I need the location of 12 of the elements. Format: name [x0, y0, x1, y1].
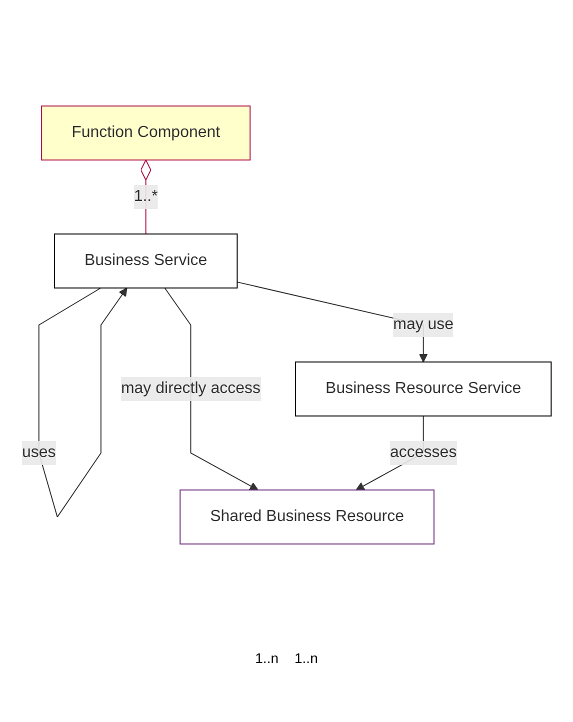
edge-label: may directly access [120, 380, 260, 397]
multiplicity-label: 1..n [294, 650, 318, 666]
edge-label: accesses [390, 444, 457, 461]
node-box: Business Service [54, 234, 238, 288]
edge-label: uses [22, 444, 56, 461]
node-box: Business Resource Service [294, 362, 552, 416]
node-box: Shared Business Resource [180, 489, 434, 544]
node-box: Function Component [41, 106, 251, 160]
arrow [164, 288, 258, 490]
multiplicity-label: 1..n [255, 650, 278, 666]
edge-label: may use [393, 316, 454, 333]
edge-label: 1..* [134, 188, 158, 205]
